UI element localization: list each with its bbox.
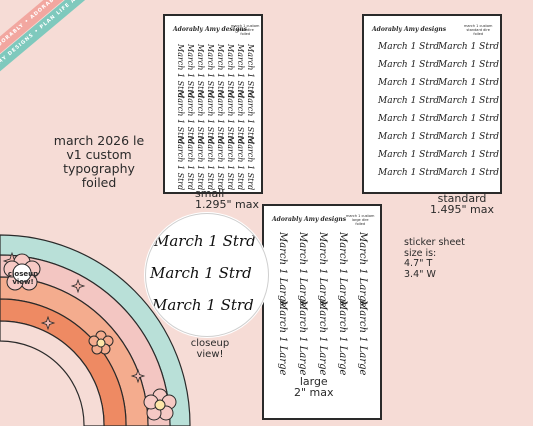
sticker-item: March 1 Strd bbox=[186, 136, 195, 191]
title-line-3: typography bbox=[63, 161, 135, 176]
sticker-item: March 1 Strd bbox=[378, 78, 440, 88]
sticker-item: March 1 Strd bbox=[206, 136, 215, 191]
sticker-item: March 1 Large bbox=[277, 300, 288, 376]
sheet-size-line-1: sticker sheet bbox=[404, 237, 465, 248]
sticker-item: March 1 Strd bbox=[438, 60, 500, 70]
sticker-item: March 1 Strd bbox=[378, 60, 440, 70]
sticker-item: March 1 Large bbox=[357, 232, 368, 308]
size-label-standard-line-1: standard bbox=[437, 192, 487, 205]
sticker-item: March 1 Strd bbox=[378, 42, 440, 52]
closeup-caption: closeup view! bbox=[180, 338, 240, 360]
sticker-item: March 1 Strd bbox=[378, 114, 440, 124]
sticker-item: March 1 Strd bbox=[176, 136, 185, 191]
sheet-meta: march 1 custom small dire foiled bbox=[231, 24, 259, 36]
sticker-item: March 1 Strd bbox=[438, 78, 500, 88]
sticker-item: March 1 Strd bbox=[438, 168, 500, 178]
sticker-item: March 1 Strd bbox=[378, 96, 440, 106]
sheet-meta-line-3: foiled bbox=[473, 32, 484, 36]
sticker-item: March 1 Strd bbox=[438, 96, 500, 106]
closeup-badge-line-2: view! bbox=[12, 278, 34, 286]
sticker-item: March 1 Large bbox=[317, 300, 328, 376]
sticker-item: March 1 Large bbox=[337, 232, 348, 308]
sheet-size-line-4: 3.4" W bbox=[404, 268, 436, 280]
closeup-caption-line-1: closeup bbox=[190, 338, 230, 349]
sticker-item: March 1 Large bbox=[297, 232, 308, 308]
sticker-item: March 1 Strd bbox=[226, 136, 235, 191]
sticker-item: March 1 Strd bbox=[246, 136, 255, 191]
sticker-sheet-standard: Adorably Amy designs march 1 custom stan… bbox=[362, 14, 502, 194]
sticker-item: March 1 Strd bbox=[378, 150, 440, 160]
brand-logo: Adorably Amy designs bbox=[372, 26, 447, 33]
sheet-meta: march 1 custom standard dire foiled bbox=[464, 24, 492, 36]
size-label-large: large 2" max bbox=[294, 376, 334, 398]
flower-icon bbox=[3, 253, 177, 421]
sheet-meta-line-2: standard dire bbox=[466, 28, 490, 32]
sheet-meta-line-1: march 1 custom bbox=[231, 24, 260, 28]
brand-logo: Adorably Amy designs bbox=[272, 216, 347, 223]
sticker-item: March 1 Strd bbox=[216, 136, 225, 191]
closeup-badge-line-1: closeup bbox=[7, 270, 39, 278]
closeup-caption-line-2: view! bbox=[196, 349, 224, 360]
sticker-item: March 1 Strd bbox=[438, 114, 500, 124]
sticker-item: March 1 Strd bbox=[438, 132, 500, 142]
sheet-meta-line-3: foiled bbox=[240, 32, 251, 36]
sticker-sheet-large: Adorably Amy designs march 1 custom larg… bbox=[262, 204, 382, 420]
sticker-item: March 1 Strd bbox=[378, 132, 440, 142]
size-label-standard-line-2: 1.495" max bbox=[430, 203, 495, 216]
sticker-item: March 1 Large bbox=[277, 232, 288, 308]
sticker-item: March 1 Strd bbox=[378, 168, 440, 178]
lens-sticker-text: March 1 Strd bbox=[150, 264, 252, 282]
sheet-meta-line-3: foiled bbox=[355, 222, 366, 226]
lens-sticker-text: March 1 Strd bbox=[154, 232, 256, 250]
sheet-meta-line-2: small dire bbox=[236, 28, 254, 32]
title-line-4: foiled bbox=[81, 175, 117, 190]
sheet-size-line-2: size is: bbox=[404, 247, 437, 259]
closeup-badge: closeup view! bbox=[6, 270, 40, 286]
rainbow-decoration bbox=[0, 234, 191, 426]
sticker-item: March 1 Strd bbox=[438, 150, 500, 160]
brand-logo: Adorably Amy designs bbox=[173, 26, 248, 33]
sticker-item: March 1 Strd bbox=[196, 136, 205, 191]
title-line-1: march 2026 le bbox=[53, 133, 145, 148]
sticker-item: March 1 Strd bbox=[236, 136, 245, 191]
size-label-small: small 1.295" max bbox=[195, 188, 259, 210]
sticker-item: March 1 Large bbox=[297, 300, 308, 376]
size-label-standard: standard 1.495" max bbox=[430, 193, 494, 215]
sticker-item: March 1 Strd bbox=[438, 42, 500, 52]
title-line-2: v1 custom bbox=[66, 147, 132, 162]
size-label-large-line-1: large bbox=[299, 375, 328, 388]
closeup-lens: March 1 Strd March 1 Strd March 1 Strd bbox=[145, 213, 269, 337]
sheet-meta-line-2: large dire bbox=[351, 218, 369, 222]
sheet-size-line-3: 4.7" T bbox=[404, 258, 433, 269]
size-label-small-line-1: small bbox=[195, 187, 225, 200]
teal-ribbon: ADORABLY AMY DESIGNS • PLAN LIFE ADORABL… bbox=[0, 0, 122, 98]
size-label-small-line-2: 1.295" max bbox=[195, 198, 260, 211]
sticker-item: March 1 Large bbox=[317, 232, 328, 308]
sheet-meta-line-1: march 1 custom bbox=[464, 24, 493, 28]
lens-sticker-text: March 1 Strd bbox=[152, 296, 254, 314]
sheet-meta-line-1: march 1 custom bbox=[346, 214, 375, 218]
sheet-meta: march 1 custom large dire foiled bbox=[346, 214, 374, 226]
sticker-item: March 1 Large bbox=[357, 300, 368, 376]
sticker-item: March 1 Large bbox=[337, 300, 348, 376]
sticker-sheet-small: Adorably Amy designs march 1 custom smal… bbox=[163, 14, 263, 210]
sheet-size-info: sticker sheet size is: 4.7" T 3.4" W bbox=[404, 237, 494, 280]
size-label-large-line-2: 2" max bbox=[294, 386, 334, 399]
product-title: march 2026 le v1 custom typography foile… bbox=[44, 134, 154, 190]
